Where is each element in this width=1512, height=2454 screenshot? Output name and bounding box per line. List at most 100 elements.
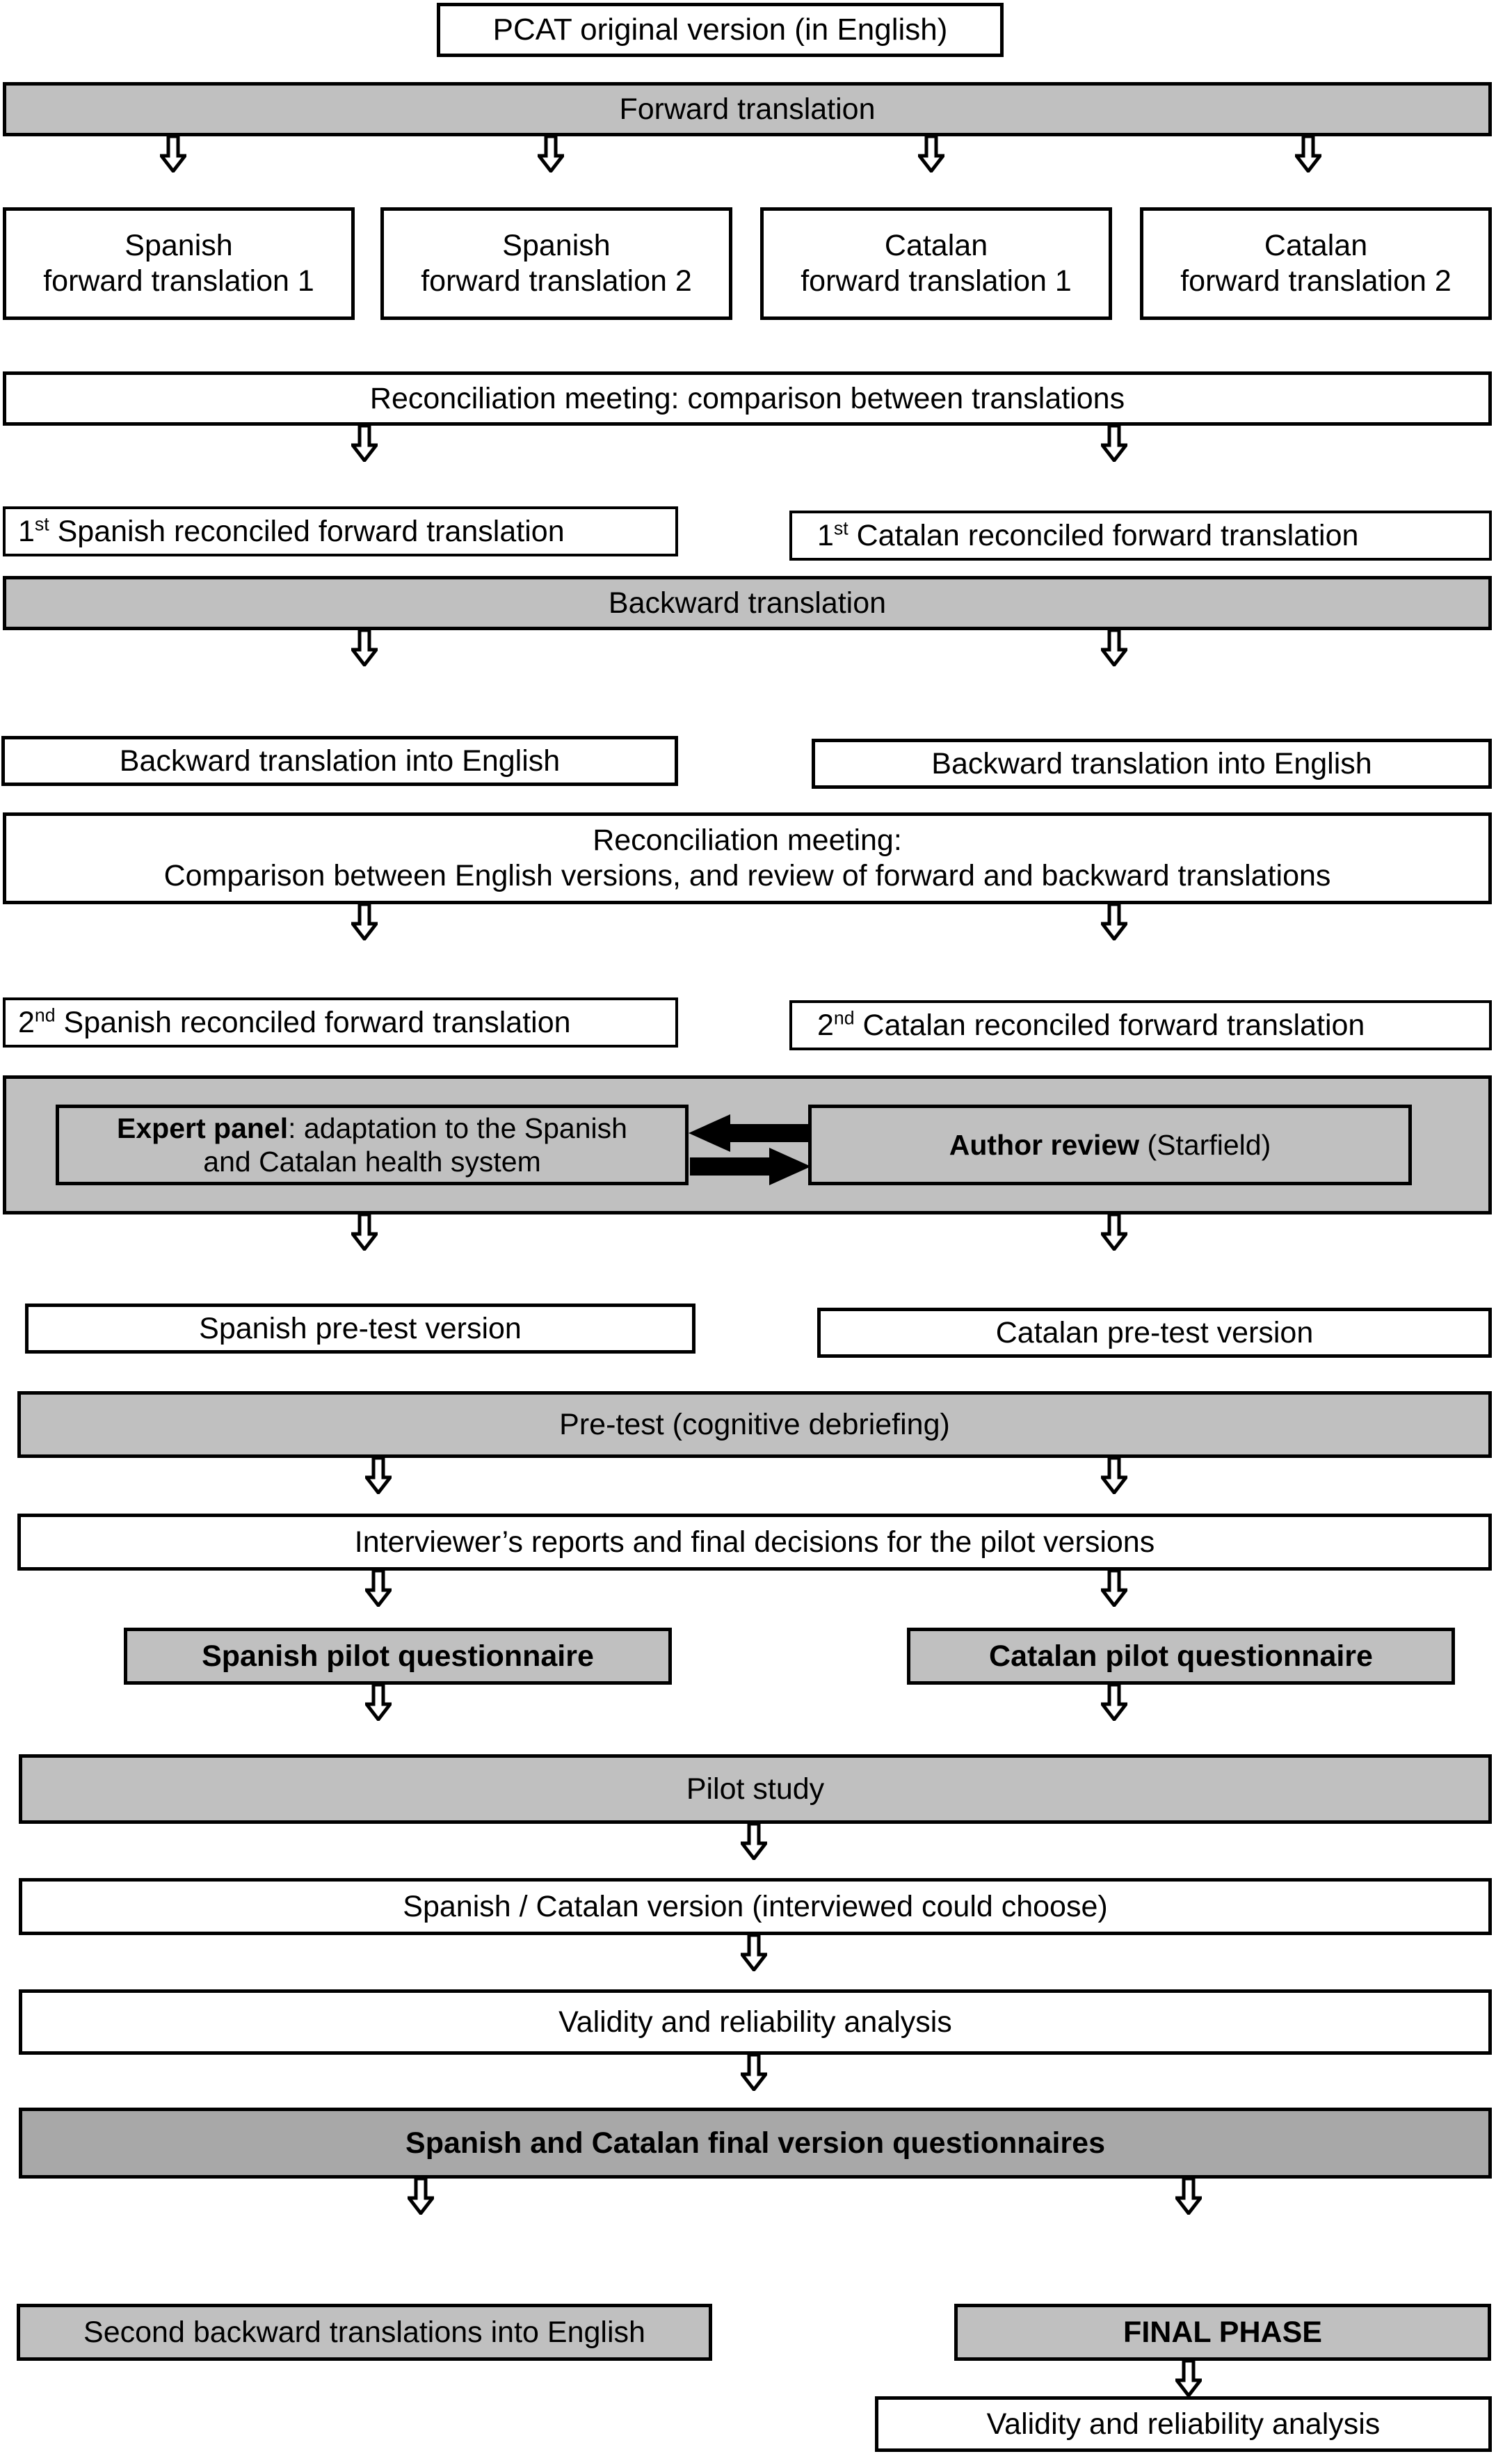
node-forward-translation-label: Forward translation <box>619 92 876 126</box>
arrow-validity-to-final-versions <box>741 2055 767 2091</box>
node-author-review-bold: Author review <box>949 1128 1140 1161</box>
node-pcat-original-label: PCAT original version (in English) <box>492 13 948 47</box>
node-spanish-pilot-questionnaire-label: Spanish pilot questionnaire <box>202 1639 594 1673</box>
arrow-forward-to-spanish-2 <box>538 136 564 173</box>
node-backward-translation: Backward translation <box>3 576 1492 630</box>
arrow-backward-to-english-right <box>1101 630 1127 666</box>
node-expert-panel-bold: Expert panel <box>117 1112 289 1144</box>
node-backward-translation-label: Backward translation <box>608 586 887 620</box>
node-pilot-study-label: Pilot study <box>686 1772 825 1806</box>
node-reconciliation-meeting-1: Reconciliation meeting: comparison betwe… <box>3 371 1492 426</box>
node-second-backward-translations: Second backward translations into Englis… <box>17 2304 712 2361</box>
node-spanish-pilot-questionnaire: Spanish pilot questionnaire <box>124 1628 672 1685</box>
arrow-pretest-to-reports-right <box>1101 1458 1127 1494</box>
node-spanish-forward-2-line2: forward translation 2 <box>421 264 692 298</box>
node-second-catalan-reconciled-ordinal: 2 <box>817 1008 834 1042</box>
arrow-pretest-to-reports-left <box>365 1458 392 1494</box>
node-backward-into-english-left: Backward translation into English <box>1 736 678 786</box>
node-second-catalan-reconciled-rest: Catalan reconciled forward translation <box>854 1008 1365 1042</box>
arrow-reconciliation1-to-first-spanish <box>351 426 378 462</box>
node-backward-into-english-left-label: Backward translation into English <box>119 744 561 778</box>
arrow-forward-to-spanish-1 <box>160 136 186 173</box>
node-spanish-forward-1-line1: Spanish <box>124 229 233 263</box>
node-interviewer-reports-label: Interviewer’s reports and final decision… <box>354 1525 1155 1559</box>
node-spanish-pretest-version: Spanish pre-test version <box>25 1304 695 1354</box>
node-pilot-study: Pilot study <box>19 1754 1492 1824</box>
node-reconciliation-meeting-1-label: Reconciliation meeting: comparison betwe… <box>369 381 1125 415</box>
arrow-final-phase-to-validity-2 <box>1175 2361 1202 2397</box>
node-second-catalan-reconciled: 2nd Catalan reconciled forward translati… <box>789 1000 1492 1050</box>
node-second-spanish-reconciled: 2nd Spanish reconciled forward translati… <box>3 997 678 1048</box>
node-first-spanish-reconciled-sup: st <box>34 513 49 535</box>
node-forward-translation: Forward translation <box>3 82 1492 136</box>
node-second-spanish-reconciled-sup: nd <box>34 1004 56 1026</box>
node-first-catalan-reconciled-sup: st <box>833 518 849 539</box>
arrow-forward-to-catalan-2 <box>1295 136 1321 173</box>
node-spanish-pretest-version-label: Spanish pre-test version <box>199 1311 522 1345</box>
node-first-catalan-reconciled-rest: Catalan reconciled forward translation <box>848 518 1359 552</box>
arrow-panel-to-spanish-pretest <box>351 1214 378 1251</box>
node-validity-reliability-1-label: Validity and reliability analysis <box>558 2005 952 2039</box>
node-first-catalan-reconciled-ordinal: 1 <box>817 518 834 552</box>
node-backward-into-english-right: Backward translation into English <box>812 739 1492 789</box>
node-catalan-forward-1: Catalan forward translation 1 <box>760 207 1112 320</box>
node-catalan-forward-2-line2: forward translation 2 <box>1180 264 1451 298</box>
arrow-expert-to-author-right <box>690 1148 811 1185</box>
node-final-version-questionnaires: Spanish and Catalan final version questi… <box>19 2108 1492 2179</box>
node-first-spanish-reconciled-rest: Spanish reconciled forward translation <box>49 514 565 548</box>
node-final-version-questionnaires-label: Spanish and Catalan final version questi… <box>405 2126 1105 2160</box>
arrow-catalan-pilot-to-study <box>1101 1685 1127 1721</box>
arrow-panel-to-catalan-pretest <box>1101 1214 1127 1251</box>
arrow-final-to-final-phase <box>1175 2179 1202 2215</box>
node-catalan-forward-1-line1: Catalan <box>884 229 988 263</box>
node-final-phase-label: FINAL PHASE <box>1123 2315 1322 2349</box>
node-first-spanish-reconciled-ordinal: 1 <box>18 514 35 548</box>
node-catalan-forward-2: Catalan forward translation 2 <box>1140 207 1492 320</box>
node-spanish-catalan-version: Spanish / Catalan version (interviewed c… <box>19 1878 1492 1935</box>
node-author-review: Author review (Starfield) <box>808 1105 1412 1185</box>
node-reconciliation-meeting-2-line1: Reconciliation meeting: <box>593 824 902 858</box>
node-catalan-pilot-questionnaire: Catalan pilot questionnaire <box>907 1628 1455 1685</box>
node-pcat-original: PCAT original version (in English) <box>437 3 1004 57</box>
node-spanish-forward-1: Spanish forward translation 1 <box>3 207 355 320</box>
node-catalan-pilot-questionnaire-label: Catalan pilot questionnaire <box>989 1639 1373 1673</box>
node-catalan-pretest-version-label: Catalan pre-test version <box>995 1315 1314 1349</box>
node-second-backward-translations-label: Second backward translations into Englis… <box>83 2315 645 2349</box>
node-backward-into-english-right-label: Backward translation into English <box>931 746 1372 780</box>
node-second-spanish-reconciled-rest: Spanish reconciled forward translation <box>55 1005 571 1039</box>
node-interviewer-reports: Interviewer’s reports and final decision… <box>17 1514 1492 1571</box>
node-validity-reliability-2-label: Validity and reliability analysis <box>986 2407 1381 2441</box>
arrow-reports-to-spanish-pilot <box>365 1571 392 1607</box>
node-spanish-forward-2: Spanish forward translation 2 <box>380 207 732 320</box>
arrow-reconciliation1-to-first-catalan <box>1101 426 1127 462</box>
node-spanish-forward-1-line2: forward translation 1 <box>43 264 314 298</box>
arrow-spanish-pilot-to-study <box>365 1685 392 1721</box>
node-expert-panel-line2: and Catalan health system <box>203 1146 541 1178</box>
node-catalan-pretest-version: Catalan pre-test version <box>817 1308 1492 1358</box>
node-expert-panel-rest: : adaptation to the Spanish <box>288 1112 627 1144</box>
arrow-author-to-expert-left <box>689 1114 810 1152</box>
node-reconciliation-meeting-2-line2: Comparison between English versions, and… <box>163 859 1331 892</box>
arrow-forward-to-catalan-1 <box>918 136 944 173</box>
node-spanish-catalan-version-label: Spanish / Catalan version (interviewed c… <box>403 1889 1108 1923</box>
arrow-reports-to-catalan-pilot <box>1101 1571 1127 1607</box>
node-second-catalan-reconciled-sup: nd <box>833 1007 855 1029</box>
node-pretest-cognitive-debriefing-label: Pre-test (cognitive debriefing) <box>559 1407 950 1441</box>
node-expert-panel: Expert panel: adaptation to the Spanish … <box>56 1105 689 1185</box>
node-spanish-forward-2-line1: Spanish <box>502 229 611 263</box>
arrow-pilot-study-to-version <box>741 1824 767 1860</box>
node-first-spanish-reconciled: 1st Spanish reconciled forward translati… <box>3 506 678 556</box>
arrow-reconciliation2-to-second-catalan <box>1101 904 1127 940</box>
node-validity-reliability-1: Validity and reliability analysis <box>19 1989 1492 2055</box>
node-catalan-forward-2-line1: Catalan <box>1264 229 1368 263</box>
node-catalan-forward-1-line2: forward translation 1 <box>801 264 1072 298</box>
arrow-version-to-validity-1 <box>741 1935 767 1971</box>
node-final-phase: FINAL PHASE <box>954 2304 1491 2361</box>
node-author-review-rest: (Starfield) <box>1139 1128 1271 1161</box>
node-validity-reliability-2: Validity and reliability analysis <box>875 2396 1492 2452</box>
arrow-backward-to-english-left <box>351 630 378 666</box>
arrow-final-to-second-backward <box>408 2179 434 2215</box>
node-second-spanish-reconciled-ordinal: 2 <box>18 1005 35 1039</box>
node-pretest-cognitive-debriefing: Pre-test (cognitive debriefing) <box>17 1391 1492 1458</box>
